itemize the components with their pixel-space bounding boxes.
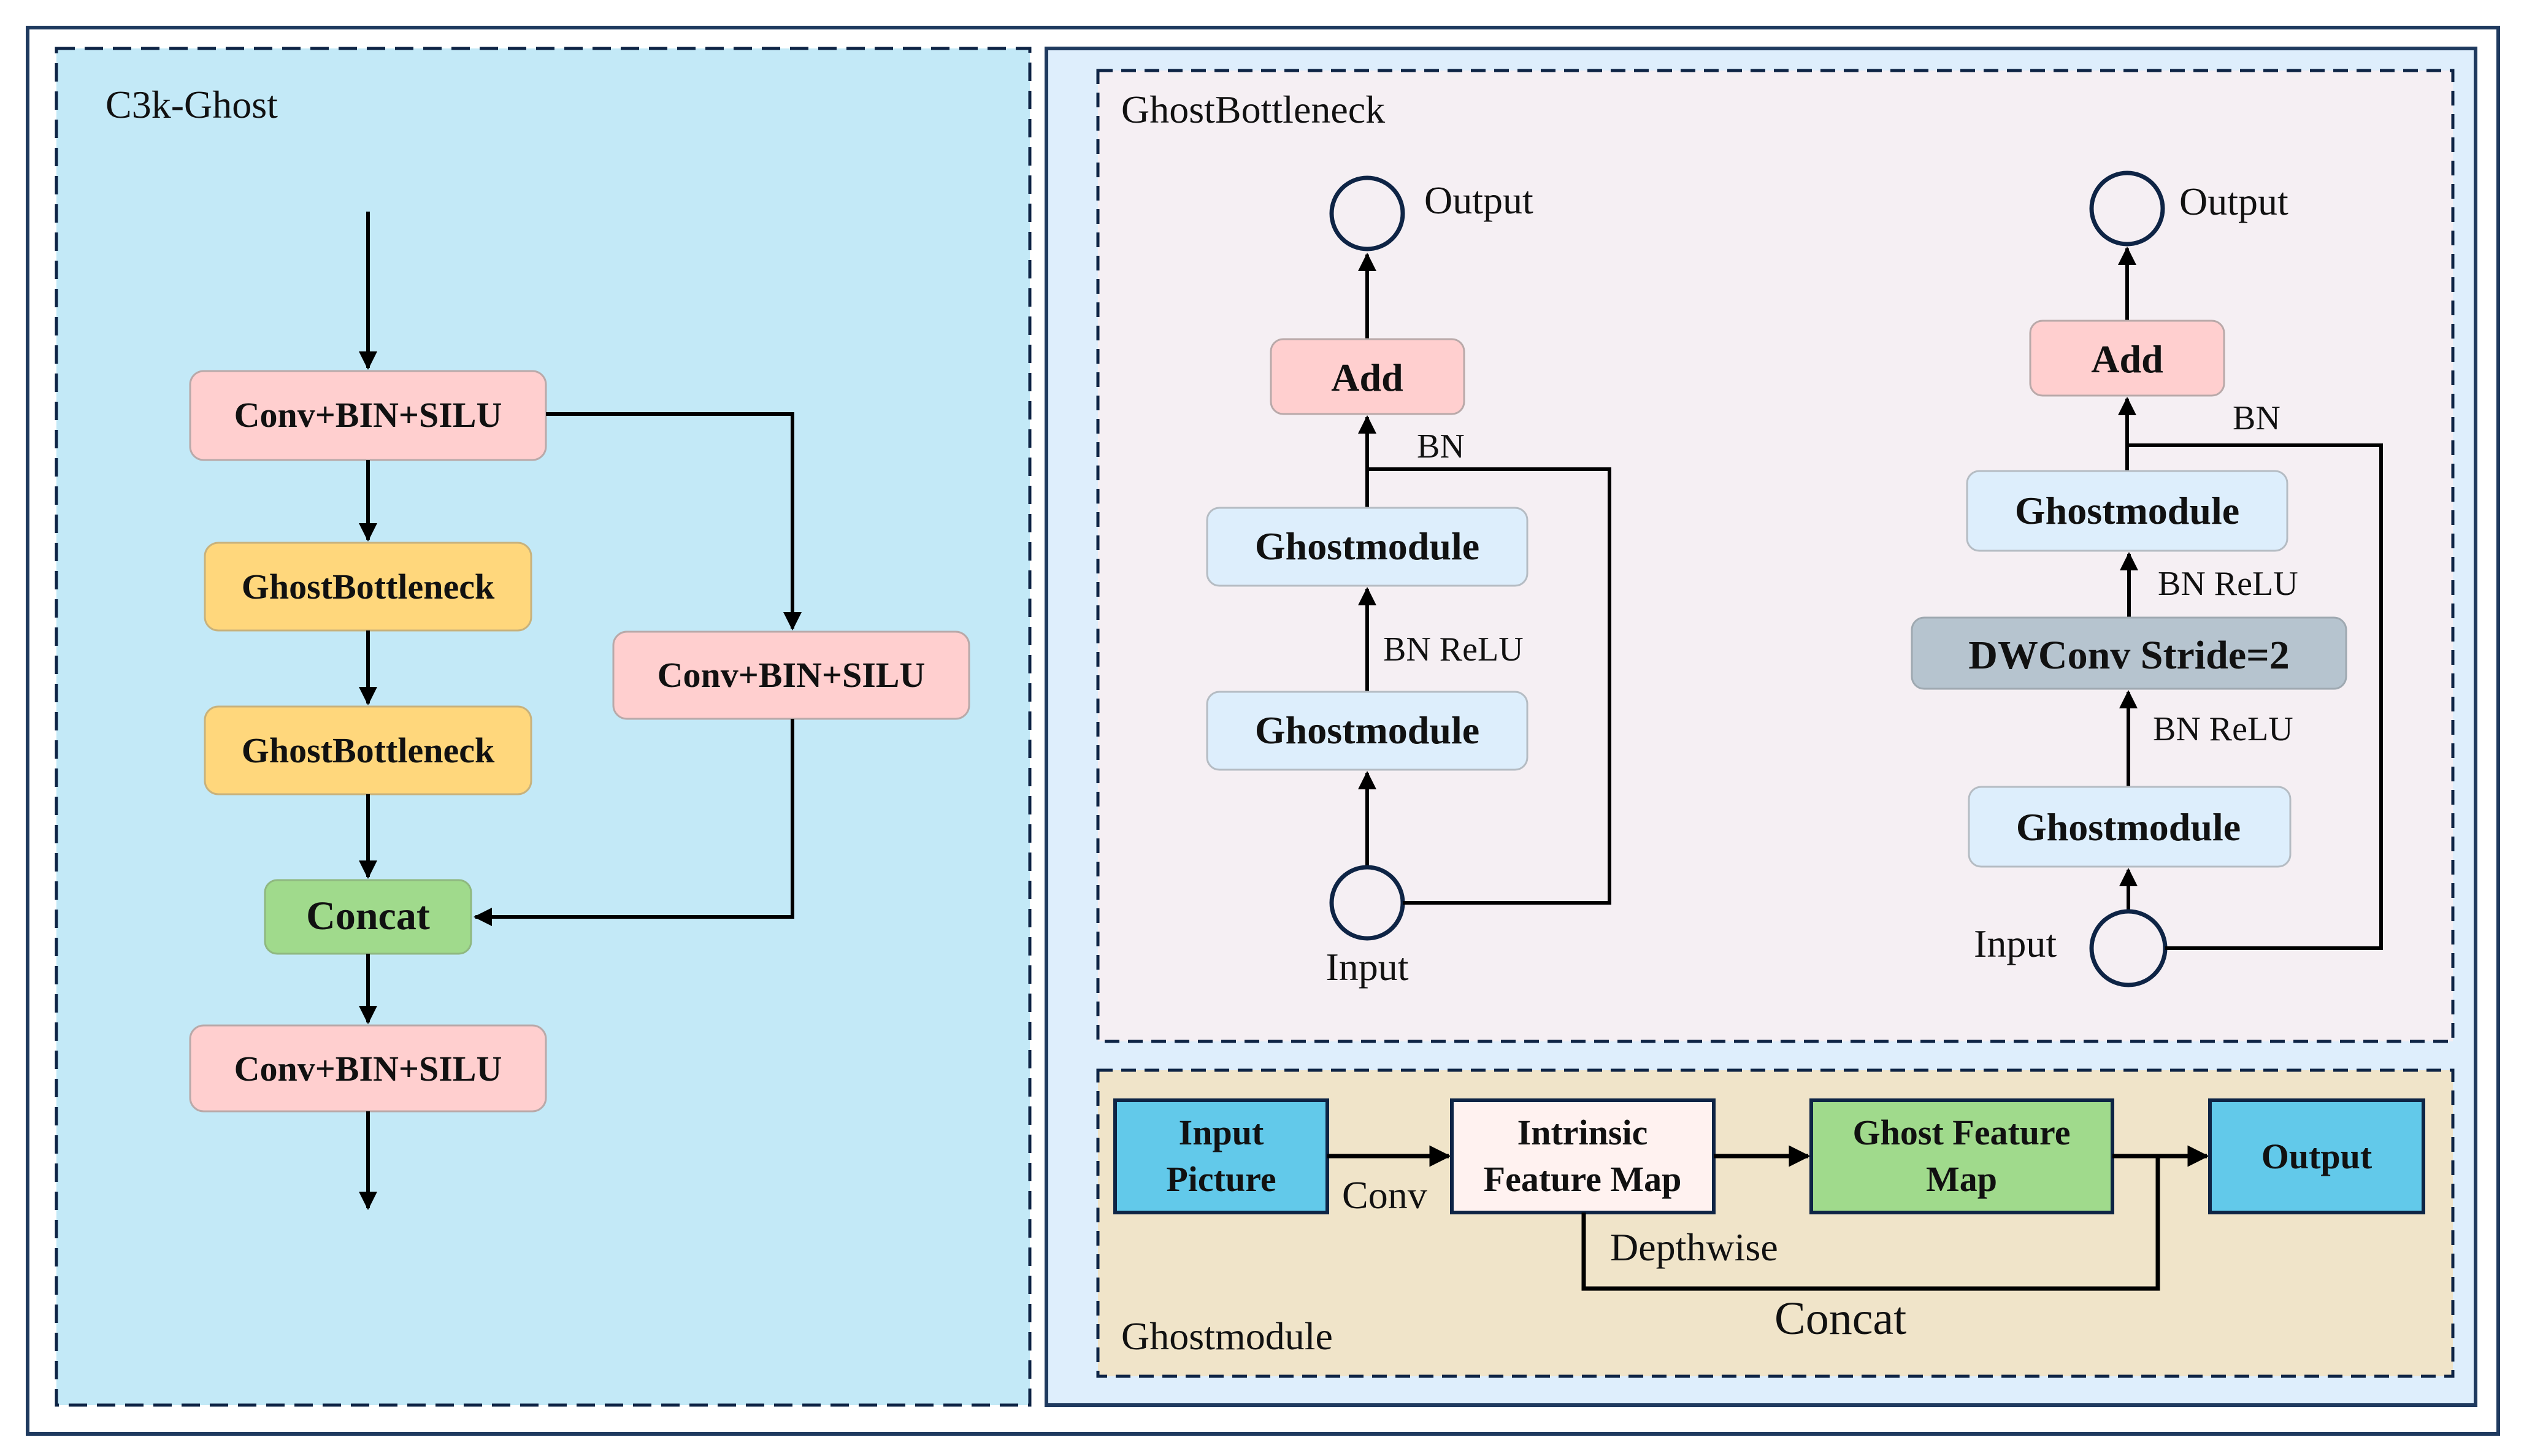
- node-ghostbottleneck-2: GhostBottleneck: [204, 705, 532, 795]
- node-concat: Concat: [264, 879, 472, 955]
- svg-text:Conv+BIN+SILU: Conv+BIN+SILU: [234, 395, 502, 435]
- gm-ghost-feature-map: Ghost Feature Map: [1809, 1098, 2114, 1214]
- stride2-input-label: Input: [1974, 922, 2057, 965]
- stride1-ghostmodule-bottom: Ghostmodule: [1206, 691, 1529, 771]
- gm-intrinsic-feature-map: Intrinsic Feature Map: [1450, 1098, 1716, 1214]
- svg-text:Ghostmodule: Ghostmodule: [2016, 805, 2241, 849]
- svg-text:GhostBottleneck: GhostBottleneck: [242, 567, 495, 607]
- svg-text:Output: Output: [2261, 1136, 2372, 1176]
- svg-text:Input: Input: [1179, 1113, 1264, 1152]
- gm-depthwise-concat-path: [1581, 1156, 2160, 1291]
- svg-text:Ghostmodule: Ghostmodule: [2015, 489, 2239, 532]
- svg-text:Conv+BIN+SILU: Conv+BIN+SILU: [658, 655, 926, 695]
- arrow-side-conv-to-concat: [474, 719, 794, 926]
- svg-text:Feature Map: Feature Map: [1484, 1159, 1682, 1199]
- stride2-branch: Output Add BN Ghostmodule BN ReLU DWConv…: [1911, 171, 2383, 987]
- svg-text:Conv+BIN+SILU: Conv+BIN+SILU: [234, 1049, 502, 1089]
- svg-text:Ghostmodule: Ghostmodule: [1255, 708, 1479, 752]
- node-conv-bottom: Conv+BIN+SILU: [189, 1024, 547, 1113]
- stride2-bn-relu-label-2: BN ReLU: [2153, 710, 2293, 748]
- stride2-output-label: Output: [2179, 180, 2288, 223]
- gm-depthwise-label: Depthwise: [1610, 1225, 1778, 1269]
- svg-text:Concat: Concat: [306, 894, 430, 938]
- ghostbottleneck-panel: [1096, 69, 2455, 1043]
- stride1-output-node: [1329, 175, 1405, 251]
- gm-output: Output: [2208, 1098, 2425, 1214]
- node-conv-side: Conv+BIN+SILU: [612, 630, 970, 720]
- stride2-add: Add: [2029, 320, 2225, 397]
- stride2-output-node: [2089, 171, 2165, 247]
- stride2-shortcut: [2127, 443, 2383, 950]
- stride1-output-label: Output: [1424, 178, 1533, 222]
- svg-text:Picture: Picture: [1166, 1159, 1276, 1199]
- ghostbottleneck-title: GhostBottleneck: [1121, 88, 1385, 131]
- svg-text:Map: Map: [1926, 1159, 1997, 1199]
- stride2-bn-relu-label-1: BN ReLU: [2158, 565, 2298, 603]
- stride2-ghostmodule-bottom: Ghostmodule: [1968, 786, 2292, 868]
- node-conv-top: Conv+BIN+SILU: [189, 370, 547, 461]
- stride1-branch: Output Add BN Ghostmodule BN ReLU Ghostm…: [1206, 175, 1611, 989]
- stride2-dwconv: DWConv Stride=2: [1911, 616, 2347, 690]
- svg-text:Ghostmodule: Ghostmodule: [1255, 524, 1479, 568]
- svg-text:DWConv Stride=2: DWConv Stride=2: [1968, 633, 2289, 678]
- stride1-ghostmodule-top: Ghostmodule: [1206, 507, 1529, 587]
- gm-concat-label: Concat: [1774, 1293, 1906, 1344]
- svg-text:GhostBottleneck: GhostBottleneck: [242, 730, 495, 770]
- svg-text:Intrinsic: Intrinsic: [1517, 1113, 1648, 1152]
- gm-input-picture: Input Picture: [1113, 1098, 1329, 1214]
- stride1-input-label: Input: [1325, 945, 1408, 989]
- stride1-bn-label: BN: [1417, 427, 1465, 466]
- stride1-bn-relu-label: BN ReLU: [1383, 630, 1524, 669]
- svg-text:Ghost Feature: Ghost Feature: [1853, 1113, 2071, 1152]
- gm-conv-label: Conv: [1342, 1173, 1427, 1217]
- svg-text:Add: Add: [1331, 356, 1403, 399]
- c3k-ghost-panel: [55, 47, 1032, 1407]
- stride2-ghostmodule-top: Ghostmodule: [1966, 470, 2288, 552]
- ghostmodule-title: Ghostmodule: [1121, 1314, 1333, 1358]
- svg-text:Add: Add: [2091, 337, 2163, 381]
- c3k-ghost-title: C3k-Ghost: [105, 83, 278, 126]
- stride2-bn-label: BN: [2233, 399, 2280, 437]
- arrow-conv-to-side-conv: [546, 412, 802, 630]
- stride1-add: Add: [1270, 338, 1465, 415]
- stride1-shortcut: [1367, 467, 1611, 905]
- node-ghostbottleneck-1: GhostBottleneck: [204, 542, 532, 632]
